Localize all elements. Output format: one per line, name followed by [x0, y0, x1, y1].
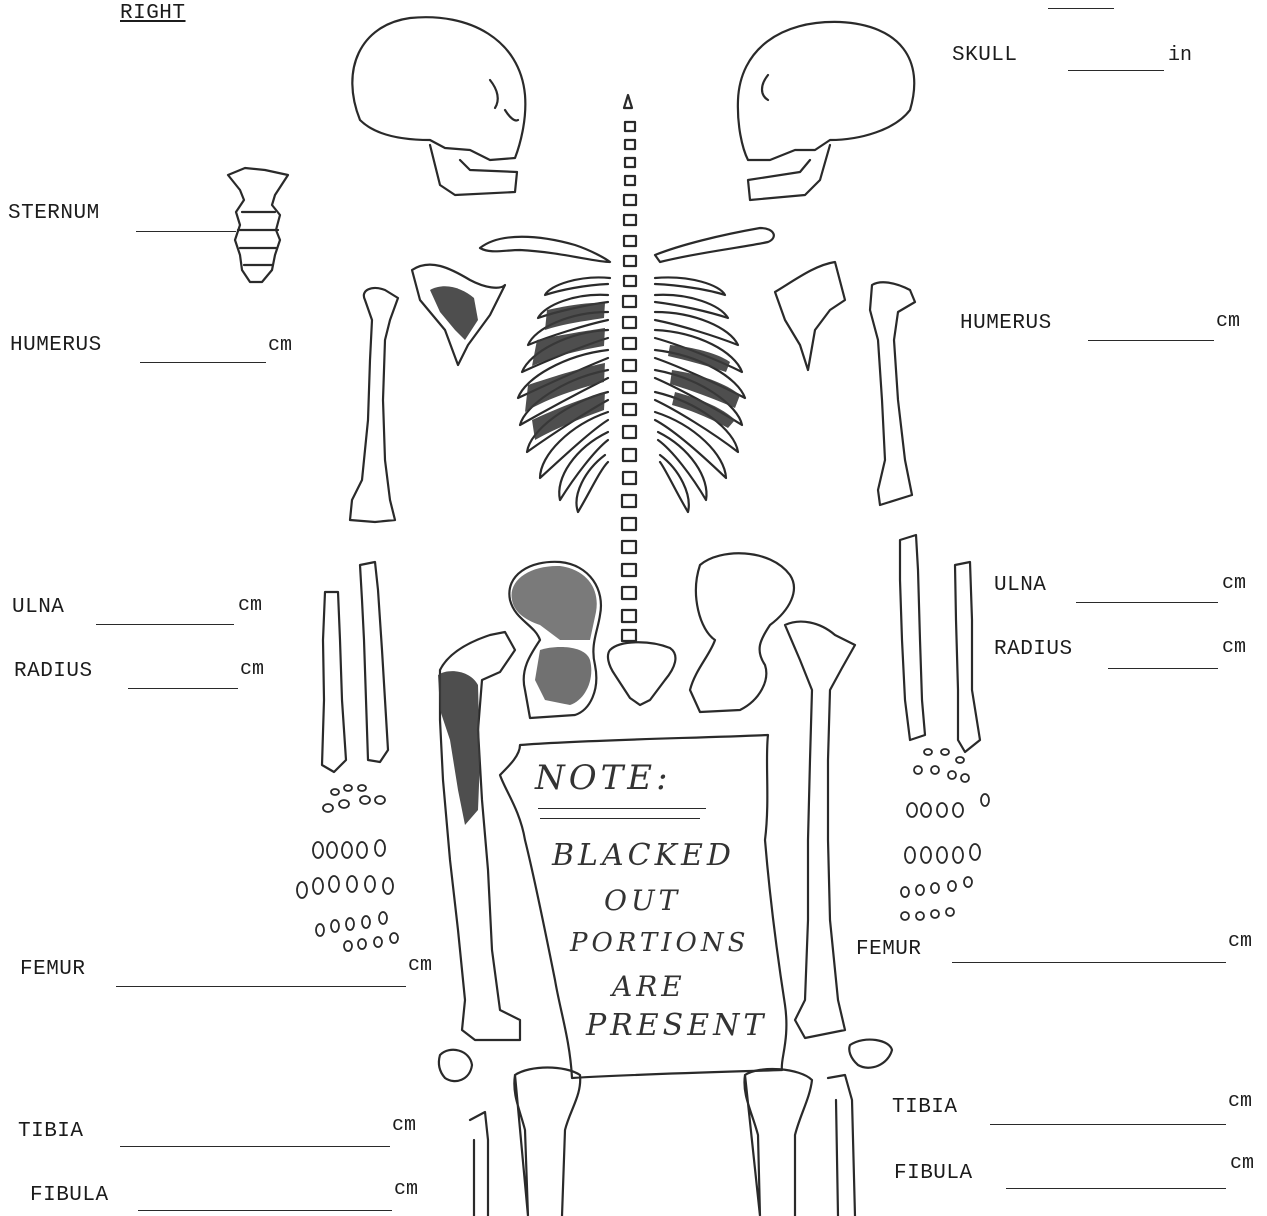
tibia-left-drawing — [744, 1069, 812, 1216]
femur-left-unit: cm — [1228, 930, 1252, 953]
humerus-left-field[interactable] — [1088, 340, 1214, 341]
patella-left-drawing — [849, 1040, 892, 1068]
fibula-right-unit: cm — [394, 1178, 418, 1201]
note-line-3: PORTIONS — [570, 928, 749, 958]
femur-right-label: FEMUR — [20, 958, 86, 981]
sternum-label: STERNUM — [8, 202, 100, 225]
skull-unit: in — [1168, 44, 1192, 67]
skull-right-view — [352, 17, 525, 195]
tibia-right-label: TIBIA — [18, 1120, 84, 1143]
radius-left-drawing — [955, 562, 980, 752]
sternum-field[interactable] — [136, 231, 236, 232]
tibia-right-unit: cm — [392, 1114, 416, 1137]
femur-left-drawing — [785, 622, 855, 1038]
femur-left-label: FEMUR — [856, 938, 922, 961]
tibia-left-label: TIBIA — [892, 1096, 958, 1119]
skull-left-view — [738, 22, 914, 200]
fibula-left-drawing — [828, 1075, 855, 1216]
tibia-left-unit: cm — [1228, 1090, 1252, 1113]
femur-left-field[interactable] — [952, 962, 1226, 963]
fibula-left-label: FIBULA — [894, 1162, 973, 1185]
tibia-left-field[interactable] — [990, 1124, 1226, 1125]
spine-drawing — [622, 95, 636, 641]
ulna-left-field[interactable] — [1076, 602, 1218, 603]
ulna-left-drawing — [900, 535, 925, 740]
ulna-right-label: ULNA — [12, 596, 64, 619]
humerus-right-label: HUMERUS — [10, 334, 102, 357]
fibula-right-label: FIBULA — [30, 1184, 109, 1207]
ulna-left-unit: cm — [1222, 572, 1246, 595]
hip-left-drawing — [690, 553, 794, 712]
ulna-right-field[interactable] — [96, 624, 234, 625]
sternum-drawing — [228, 168, 288, 282]
fibula-right-drawing — [470, 1112, 488, 1216]
hand-left-drawing — [901, 749, 989, 920]
femur-right-field[interactable] — [116, 986, 406, 987]
skull-field[interactable] — [1068, 70, 1164, 71]
clavicle-right-drawing — [480, 237, 610, 262]
shaded-hip-right — [512, 566, 597, 640]
patella-right-drawing — [439, 1050, 472, 1081]
skull-label: SKULL — [952, 44, 1018, 67]
humerus-right-field[interactable] — [140, 362, 266, 363]
shaded-scapula-right — [430, 286, 478, 340]
note-line-2: OUT — [604, 884, 681, 917]
fibula-right-field[interactable] — [138, 1210, 392, 1211]
tibia-right-drawing — [514, 1068, 580, 1216]
radius-left-label: RADIUS — [994, 638, 1073, 661]
side-label-right: RIGHT — [120, 2, 186, 25]
fibula-left-field[interactable] — [1006, 1188, 1226, 1189]
note-underline-2 — [540, 818, 700, 819]
clavicle-left-drawing — [655, 228, 774, 262]
radius-right-field[interactable] — [128, 688, 238, 689]
radius-left-unit: cm — [1222, 636, 1246, 659]
ulna-right-drawing — [360, 562, 388, 762]
note-line-1: BLACKED — [552, 838, 735, 873]
note-line-5: PRESENT — [586, 1008, 767, 1043]
note-underline-1 — [538, 808, 706, 809]
humerus-left-label: HUMERUS — [960, 312, 1052, 335]
radius-left-field[interactable] — [1108, 668, 1218, 669]
sacrum-drawing — [608, 642, 675, 705]
ulna-right-unit: cm — [238, 594, 262, 617]
fibula-left-unit: cm — [1230, 1152, 1254, 1175]
radius-right-unit: cm — [240, 658, 264, 681]
ulna-left-label: ULNA — [994, 574, 1046, 597]
radius-right-drawing — [322, 592, 346, 772]
humerus-left-unit: cm — [1216, 310, 1240, 333]
scapula-left-drawing — [775, 262, 845, 370]
tibia-right-field[interactable] — [120, 1146, 390, 1147]
humerus-left-drawing — [870, 282, 915, 505]
femur-right-unit: cm — [408, 954, 432, 977]
note-line-4: ARE — [612, 970, 686, 1003]
hand-right-drawing — [297, 785, 398, 951]
note-title: NOTE: — [535, 758, 672, 798]
radius-right-label: RADIUS — [14, 660, 93, 683]
header-underline-left — [1048, 8, 1114, 9]
humerus-right-drawing — [350, 288, 398, 522]
humerus-right-unit: cm — [268, 334, 292, 357]
